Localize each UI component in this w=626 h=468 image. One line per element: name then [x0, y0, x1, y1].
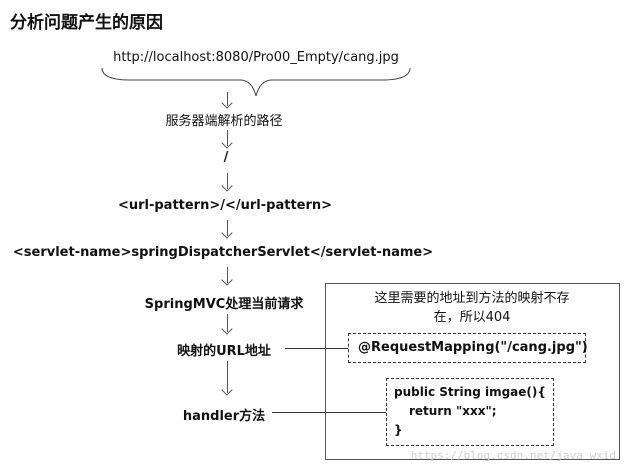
mapping-connector — [285, 348, 348, 349]
note-line-2: 在，所以404 — [433, 310, 511, 325]
handler-connector — [272, 412, 386, 413]
server-path-node: 服务器端解析的路径 — [165, 114, 283, 129]
request-mapping-box: @RequestMapping("/cang.jpg") — [348, 333, 588, 363]
url-brace — [101, 67, 411, 97]
arrow-3 — [227, 173, 228, 189]
slash-node: / — [223, 150, 229, 165]
handler-node: handler方法 — [182, 409, 266, 424]
springmvc-node: SpringMVC处理当前请求 — [144, 297, 304, 312]
note-line-1: 这里需要的地址到方法的映射不存 — [374, 291, 570, 306]
arrow-4 — [227, 220, 228, 236]
note-box — [325, 283, 620, 460]
arrow-6 — [227, 314, 228, 332]
handler-code-box: public String imgae(){ return "xxx"; } — [386, 378, 554, 446]
watermark-text: https://blog.csdn.net/java_wxid — [410, 449, 616, 462]
code-line-2: return "xxx"; — [409, 404, 497, 418]
code-line-1: public String imgae(){ — [394, 385, 546, 399]
request-mapping-annotation: @RequestMapping("/cang.jpg") — [358, 340, 588, 355]
arrow-7 — [227, 361, 228, 393]
arrow-5 — [227, 267, 228, 283]
note-text: 这里需要的地址到方法的映射不存 在，所以404 — [332, 289, 612, 327]
code-line-3: } — [394, 423, 403, 437]
arrow-1 — [227, 92, 228, 106]
url-node: http://localhost:8080/Pro00_Empty/cang.j… — [113, 50, 399, 65]
servlet-name-node: <servlet-name>springDispatcherServlet</s… — [12, 245, 434, 260]
arrow-2 — [227, 130, 228, 146]
page-title: 分析问题产生的原因 — [10, 13, 163, 33]
url-pattern-node: <url-pattern>/</url-pattern> — [117, 198, 333, 213]
url-mapping-node: 映射的URL地址 — [177, 344, 271, 359]
